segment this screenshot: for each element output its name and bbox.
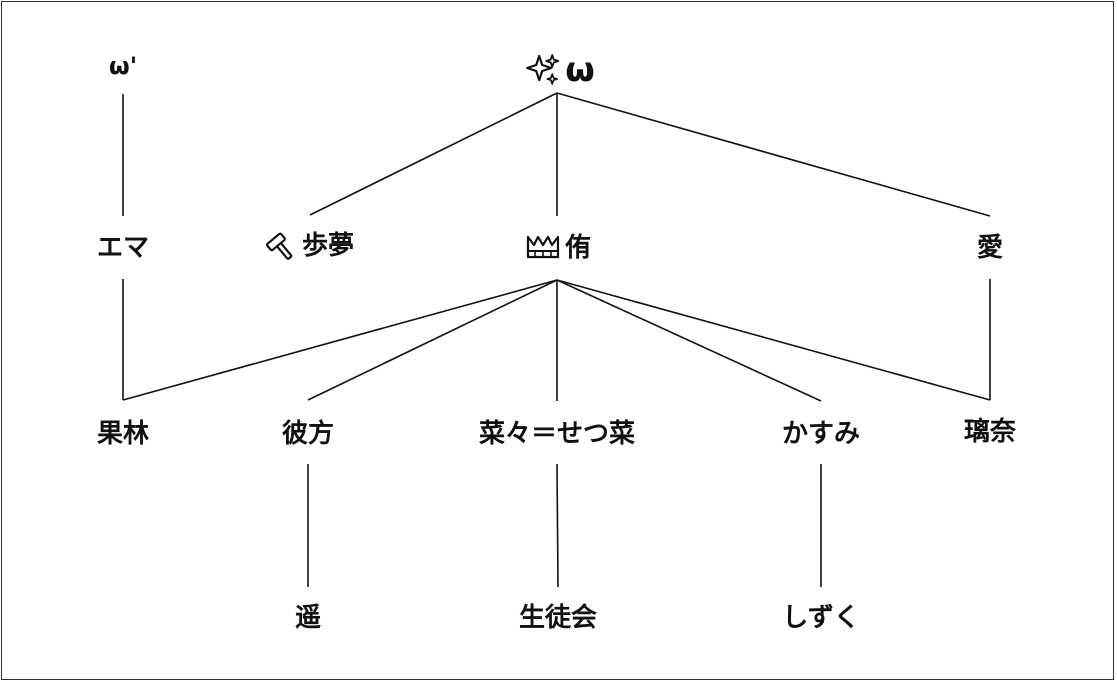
edge-yu-kanata	[307, 279, 558, 401]
node-emma: エマ	[97, 235, 149, 261]
node-label: 愛	[976, 233, 1004, 263]
node-label: エマ	[96, 233, 150, 263]
node-kasumi: かすみ	[782, 421, 860, 447]
node-label: ω'	[108, 52, 138, 80]
node-label: ω	[565, 50, 595, 90]
node-label: 侑	[564, 233, 592, 263]
node-karin: 果林	[97, 421, 149, 447]
node-ayumu: 歩夢	[266, 230, 354, 262]
node-omega-prime: ω'	[109, 54, 137, 78]
node-label: 彼方	[281, 419, 335, 449]
edge-omega-ayumu	[309, 92, 558, 216]
node-label: 璃奈	[963, 417, 1017, 447]
node-yu: 侑	[525, 233, 591, 263]
node-label: しずく	[782, 603, 860, 633]
hammer-icon	[266, 230, 298, 262]
node-shizuku: しずく	[782, 605, 859, 631]
node-rina: 璃奈	[964, 419, 1016, 445]
edge-yu-kasumi	[556, 279, 822, 402]
crown-icon	[525, 233, 561, 263]
edge-omega-ai	[556, 92, 991, 217]
node-kanata: 彼方	[282, 421, 334, 447]
node-omega: ω	[525, 52, 595, 88]
node-nana: 菜々＝せつ菜	[479, 421, 635, 447]
edge-nana-seitokai	[556, 463, 559, 588]
node-label: 菜々＝せつ菜	[478, 419, 636, 449]
edge-yu-rina	[556, 279, 991, 401]
node-label: かすみ	[781, 419, 861, 449]
node-label: 遥	[294, 603, 322, 633]
node-ai: 愛	[977, 235, 1003, 261]
node-label: 歩夢	[301, 231, 355, 261]
node-seitokai: 生徒会	[519, 605, 597, 631]
node-label: 果林	[96, 419, 150, 449]
edge-yu-karin	[122, 279, 558, 401]
node-label: 生徒会	[518, 603, 598, 633]
sparkles-icon	[525, 52, 561, 88]
node-haruka: 遥	[295, 605, 321, 631]
